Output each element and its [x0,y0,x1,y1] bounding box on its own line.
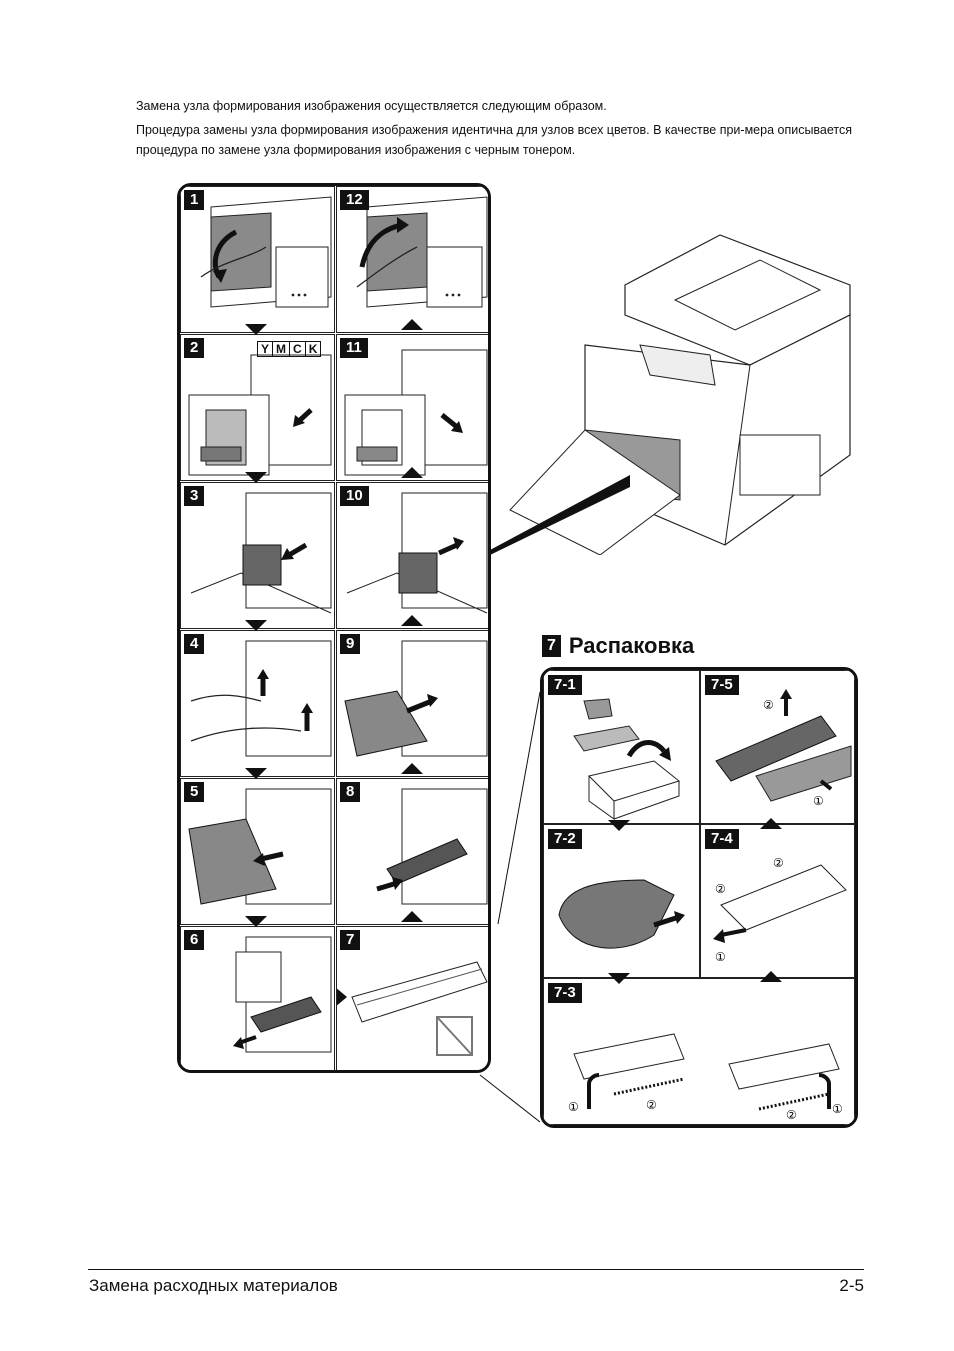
step-12-panel: 12 [336,186,488,333]
step-5-panel: 5 [180,778,335,925]
step-2-panel: 2 Y M C K [180,334,335,481]
unpacking-step-badge: 7 [542,635,561,657]
toner-label-m: M [273,342,291,356]
marker-one: ① [813,794,824,808]
intro-line-2: Процедура замены узла формирования изобр… [136,123,853,157]
connector-lines [479,691,541,1123]
unpack-step-number: 7-1 [548,675,582,695]
step-number: 6 [184,930,205,950]
step-7-panel: 7 [336,926,488,1070]
marker-two: ② [763,698,774,712]
step-11-panel: 11 [336,334,488,481]
flow-arrow-up [401,911,423,922]
step-8-panel: 8 [336,778,488,925]
step-number: 11 [340,338,368,358]
shake-unit-illustration: ① ② ② ① [568,1033,843,1122]
flow-arrow-down [245,620,267,631]
step-number: 1 [184,190,205,210]
unpacking-grid: 7-1 ② ① 7-5 7-2 ① ② ② 7-4 [540,667,858,1128]
step-1-panel: 1 [180,186,335,333]
toner-color-labels: Y M C K [257,341,322,357]
remove-toner-illustration [190,492,332,614]
step-number: 8 [340,782,361,802]
unpack-step-number: 7-3 [548,983,582,1003]
marker-two: ② [786,1108,797,1122]
printer-illustration [490,234,851,555]
unpack-step-7-5-panel: ② ① 7-5 [700,670,855,824]
step-number: 12 [340,190,369,210]
marker-one: ① [715,950,726,964]
release-levers-illustration [190,640,332,757]
unpack-step-number: 7-4 [705,829,739,849]
unpacking-title: Распаковка [568,633,695,658]
remove-tape-illustration: ① ② ② [713,856,847,964]
unpack-step-7-1-panel: 7-1 [543,670,700,824]
flow-arrow-down [245,472,267,483]
marker-two: ② [773,856,784,870]
intro-line-1: Замена узла формирования изображения осу… [136,99,607,113]
step-number: 10 [340,486,369,506]
step-number: 4 [184,634,205,654]
step-10-panel: 10 [336,482,488,629]
marker-one: ① [832,1102,843,1116]
remove-imaging-unit-illustration [233,936,332,1053]
toner-label-k: K [308,342,318,356]
step-9-panel: 9 [336,630,488,777]
unpack-step-number: 7-5 [705,675,739,695]
flow-arrow-down [608,973,630,984]
remove-bag-illustration [558,879,685,949]
remove-waste-box-illustration [188,788,332,905]
marker-two: ② [646,1098,657,1112]
lock-cartridge-illustration [344,349,488,476]
flow-arrow-down [245,916,267,927]
step-number: 3 [184,486,205,506]
flow-arrow-up [401,615,423,626]
procedure-grid: 1 12 2 Y M C K [177,183,491,1073]
marker-two: ② [715,882,726,896]
flow-arrow-up [401,319,423,330]
unpack-step-7-2-panel: 7-2 [543,824,700,978]
remove-protective-sheet-illustration: ② ① [715,689,852,808]
footer-page-number: 2-5 [839,1276,864,1295]
footer-rule [88,1269,864,1270]
insert-toner-illustration [346,492,488,614]
unpacking-heading: 7 Распаковка [542,633,694,659]
unpack-step-number: 7-2 [548,829,582,849]
unpack-step-7-3-panel: ① ② ② ① 7-3 [543,978,855,1125]
toner-label-y: Y [258,342,274,356]
flow-arrow-up [401,467,423,478]
flow-arrow-down [245,324,267,335]
step-number: 9 [340,634,361,654]
toner-label-c: C [290,342,306,356]
marker-one: ① [568,1100,579,1114]
flow-arrow-down [608,820,630,831]
flow-arrow-down [245,768,267,779]
unpack-step-7-4-panel: ① ② ② 7-4 [700,824,855,978]
flow-arrow-up [401,763,423,774]
step-number: 5 [184,782,205,802]
footer-section-title: Замена расходных материалов [89,1276,338,1295]
step-3-panel: 3 [180,482,335,629]
insert-imaging-unit-illustration [376,788,488,905]
remove-from-box-illustration [573,698,681,820]
step-6-panel: 6 [180,926,335,1070]
open-front-door-illustration [200,196,332,308]
select-cartridge-illustration [188,354,332,476]
flow-arrow-up [760,971,782,982]
insert-waste-box-illustration [344,640,488,757]
step-number: 7 [340,930,361,950]
step-number: 2 [184,338,205,358]
new-imaging-unit-illustration [337,961,488,1056]
step-4-panel: 4 [180,630,335,777]
close-front-door-illustration [356,196,488,308]
flow-arrow-up [760,818,782,829]
